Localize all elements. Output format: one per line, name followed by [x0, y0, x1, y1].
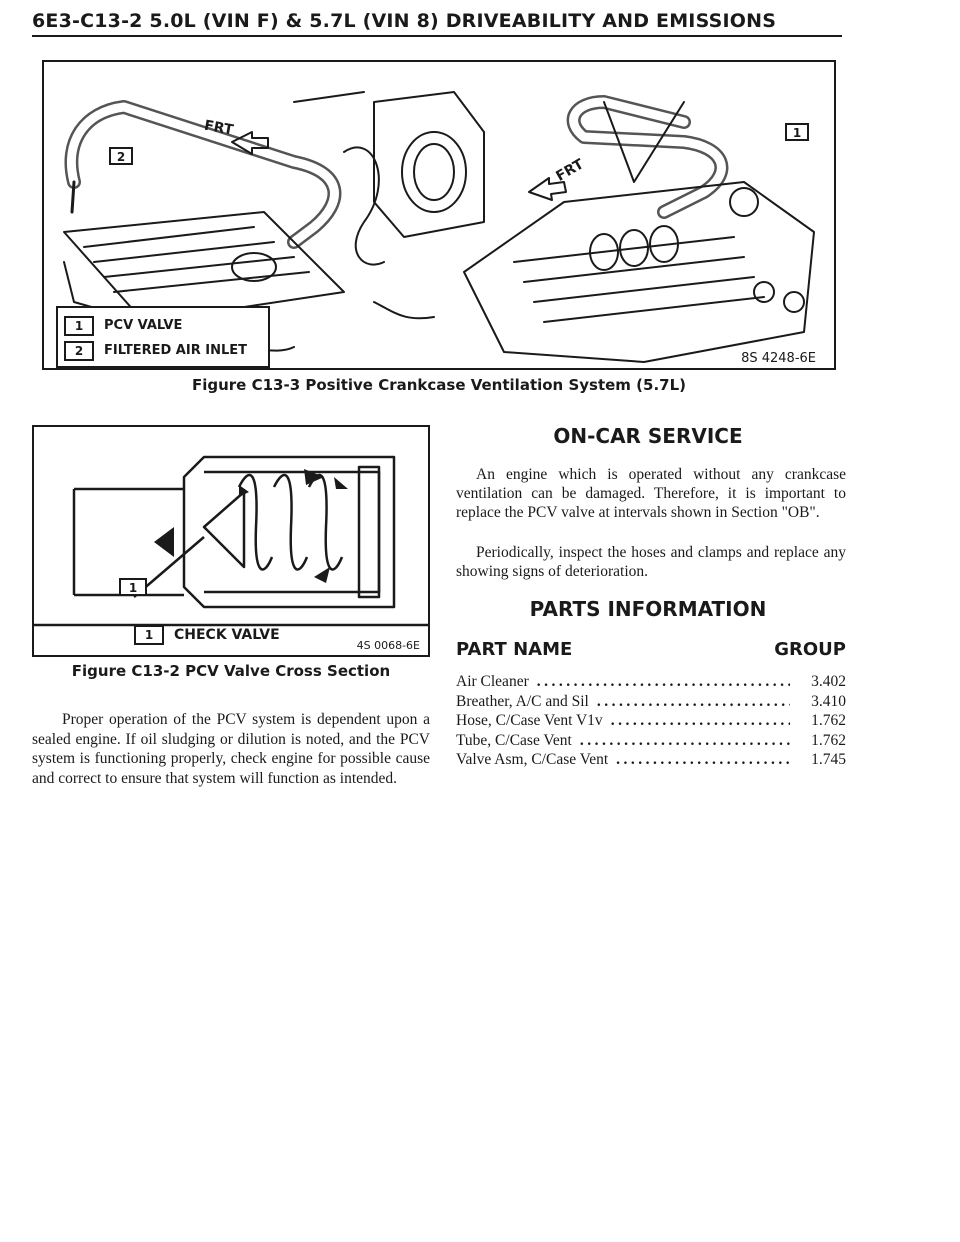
- table-row: Breather, A/C and Sil 3.410: [456, 692, 846, 712]
- callout-2: 2: [117, 150, 125, 164]
- parts-table: PART NAME GROUP Air Cleaner 3.402 Breath…: [456, 639, 846, 770]
- legend-number: 1: [134, 625, 164, 645]
- callout-1: 1: [129, 581, 137, 595]
- legend-number: 1: [64, 315, 94, 336]
- figure-caption: Figure C13-3 Positive Crankcase Ventilat…: [191, 376, 687, 394]
- part-name: Valve Asm, C/Case Vent: [456, 751, 609, 769]
- header-rule: [32, 35, 842, 37]
- body-paragraph: Proper operation of the PCV system is de…: [32, 711, 430, 787]
- leader-dots: [537, 672, 790, 692]
- part-name: Air Cleaner: [456, 673, 529, 690]
- section-heading-on-car-service: ON-CAR SERVICE: [553, 424, 743, 448]
- figure-code: 4S 0068-6E: [356, 639, 420, 652]
- page-header: 6E3-C13-2 5.0L (VIN F) & 5.7L (VIN 8) DR…: [32, 10, 842, 37]
- table-row: Tube, C/Case Vent 1.762: [456, 731, 846, 751]
- leader-dots: [597, 692, 790, 712]
- column-header-group: GROUP: [774, 639, 846, 660]
- engine-illustration: 2 1 FRT FRT: [63, 91, 815, 363]
- legend-label: PCV VALVE: [104, 318, 183, 333]
- column-header-part-name: PART NAME: [456, 639, 573, 660]
- part-group: 1.745: [811, 751, 846, 769]
- parts-table-header: PART NAME GROUP: [456, 639, 846, 660]
- on-car-service-paragraph: An engine which is operated without any …: [456, 466, 846, 521]
- legend-item-pcv-valve: 1 PCV VALVE: [64, 313, 262, 338]
- part-name: Breather, A/C and Sil: [456, 692, 589, 710]
- callout-1: 1: [793, 126, 801, 140]
- legend-label: CHECK VALVE: [174, 627, 280, 643]
- valve-illustration: 1: [34, 455, 428, 627]
- on-car-service-paragraph: Periodically, inspect the hoses and clam…: [456, 544, 846, 580]
- part-group: 3.402: [811, 673, 846, 690]
- frt-label-right: FRT: [553, 156, 587, 185]
- part-name: Tube, C/Case Vent: [456, 731, 572, 749]
- table-row: Air Cleaner 3.402: [456, 672, 846, 692]
- section-heading-parts-information: PARTS INFORMATION: [529, 597, 767, 621]
- figure-legend: 1 PCV VALVE 2 FILTERED AIR INLET: [56, 306, 270, 368]
- table-row: Valve Asm, C/Case Vent 1.745: [456, 750, 846, 770]
- leader-dots: [580, 731, 790, 751]
- figure-caption: Figure C13-2 PCV Valve Cross Section: [71, 662, 391, 680]
- legend-number: 2: [64, 340, 94, 361]
- part-name: Hose, C/Case Vent V1v: [456, 712, 603, 730]
- figure-legend: 1 CHECK VALVE: [134, 625, 280, 645]
- part-group: 1.762: [811, 731, 846, 749]
- legend-item-filtered-air-inlet: 2 FILTERED AIR INLET: [64, 338, 262, 363]
- leader-dots: [611, 711, 790, 731]
- legend-label: FILTERED AIR INLET: [104, 343, 247, 358]
- figure-pcv-valve-cross-section: 1 1 CHECK VALVE 4S 0068-6E: [32, 425, 430, 657]
- leader-dots: [616, 750, 790, 770]
- figure-pcv-system: 2 1 FRT FRT 1 PCV VALVE 2 FILTERED AIR I…: [42, 60, 836, 370]
- page-title: 6E3-C13-2 5.0L (VIN F) & 5.7L (VIN 8) DR…: [32, 10, 777, 32]
- figure-code: 8S 4248-6E: [741, 351, 816, 366]
- table-row: Hose, C/Case Vent V1v 1.762: [456, 711, 846, 731]
- frt-label-left: FRT: [203, 118, 235, 139]
- part-group: 3.410: [811, 692, 846, 710]
- part-group: 1.762: [811, 712, 846, 730]
